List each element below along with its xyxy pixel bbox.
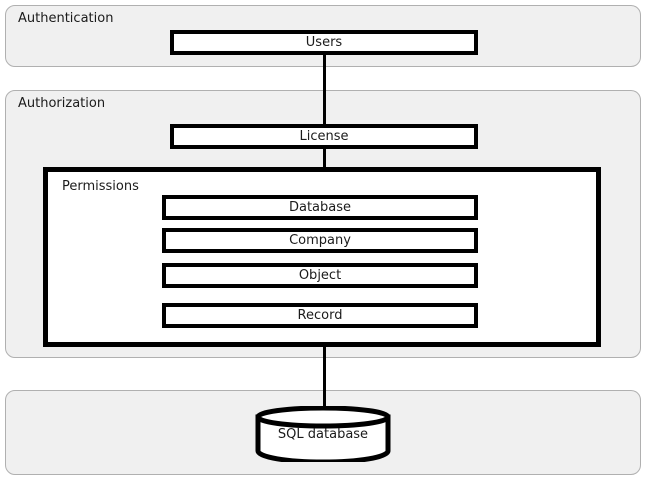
entity-permission-object[interactable]: Object xyxy=(162,263,478,288)
entity-users-label: Users xyxy=(305,34,343,50)
entity-permission-object-label: Object xyxy=(298,267,342,283)
entity-license-label: License xyxy=(299,128,349,144)
entity-permission-company-label: Company xyxy=(289,232,351,248)
entity-permission-record-label: Record xyxy=(297,307,343,323)
entity-license[interactable]: License xyxy=(170,124,478,149)
database-cylinder-icon xyxy=(255,406,391,462)
permissions-label: Permissions xyxy=(62,179,139,194)
entity-permission-company[interactable]: Company xyxy=(162,228,478,253)
group-authentication-label: Authentication xyxy=(18,11,114,26)
entity-permission-database-label: Database xyxy=(288,199,352,215)
entity-sql-database[interactable]: SQL database xyxy=(254,406,392,462)
entity-users[interactable]: Users xyxy=(170,30,478,55)
entity-permission-record[interactable]: Record xyxy=(162,303,478,328)
entity-permission-database[interactable]: Database xyxy=(162,195,478,220)
group-authorization-label: Authorization xyxy=(18,96,106,111)
